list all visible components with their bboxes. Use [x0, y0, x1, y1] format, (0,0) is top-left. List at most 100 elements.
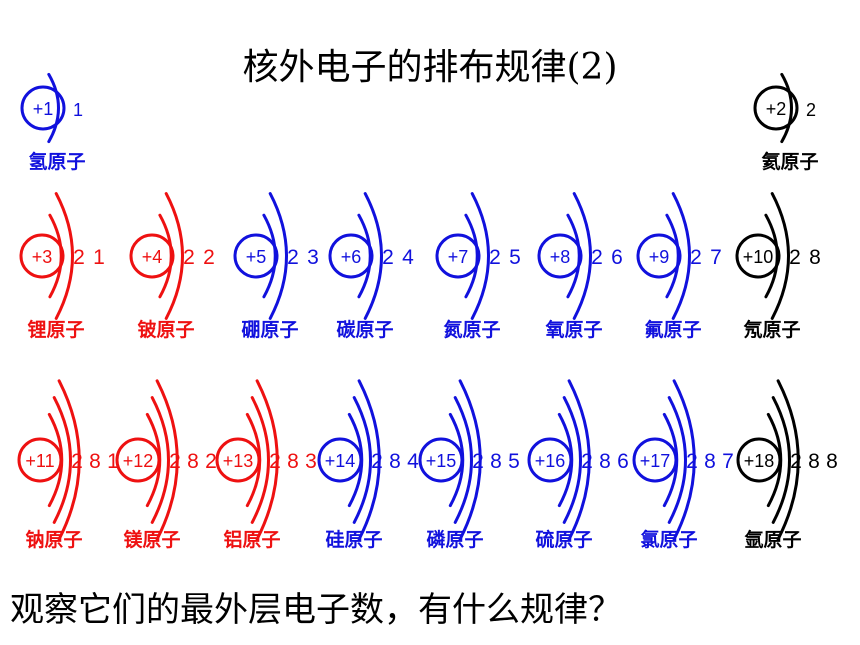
nucleus-charge: +4 [142, 247, 163, 267]
atom-name-label: 氮原子 [443, 318, 500, 341]
nucleus-circle [20, 85, 66, 131]
shell-arc [52, 396, 72, 524]
shell-electron-count: 6 [617, 450, 629, 473]
page-title: 核外电子的排布规律(2) [242, 47, 618, 88]
shell-arc [671, 192, 691, 320]
atom-name-label: 氟原子 [644, 318, 701, 341]
atom-name-label: 硼原子 [241, 319, 298, 341]
atom-name-label: 氩原子 [743, 528, 801, 551]
nucleus-charge: +16 [535, 451, 566, 471]
nucleus-charge: +9 [649, 247, 670, 267]
shell-electron-count: 8 [599, 450, 611, 473]
shell-electron-count: 3 [305, 450, 317, 473]
shell-arc [347, 412, 364, 508]
shell-arc [357, 213, 372, 299]
shell-arc [54, 192, 74, 320]
shell-electron-count: 2 [382, 246, 394, 269]
shell-electron-count: 2 [489, 246, 501, 269]
nucleus-charge: +11 [25, 451, 54, 471]
atom-name-label: 锂原子 [27, 318, 84, 341]
atom-name-label: 氢原子 [28, 150, 85, 173]
shell-arc [566, 213, 581, 299]
shell-arc [145, 412, 162, 508]
shell-arc [262, 213, 277, 299]
atom-name-label: 硫原子 [535, 528, 592, 551]
shell-arc [245, 412, 262, 508]
shell-electron-count: 5 [509, 246, 521, 269]
shell-electron-count: 2 [591, 246, 603, 269]
shell-arc [780, 72, 793, 144]
shell-arc [464, 213, 479, 299]
shell-arc [470, 192, 490, 320]
nucleus-circle [753, 85, 799, 131]
nucleus-circle [735, 233, 781, 279]
nucleus-charge: +12 [123, 451, 154, 471]
shell-electron-count: 2 [371, 450, 383, 473]
shell-arc [48, 213, 63, 299]
shell-electron-count: 2 [205, 450, 217, 473]
shell-electron-count: 8 [389, 450, 401, 473]
shell-electron-count: 1 [93, 246, 105, 269]
shell-arc [567, 379, 591, 541]
atom-name-label: 磷原子 [426, 528, 483, 551]
nucleus-circle [19, 233, 65, 279]
shell-arc [662, 412, 679, 508]
shell-electron-count: 8 [826, 450, 838, 473]
atom-name-label: 氧原子 [545, 318, 602, 341]
nucleus-charge: +10 [743, 247, 774, 267]
atom-name-label: 碳原子 [336, 318, 393, 341]
shell-electron-count: 6 [611, 246, 623, 269]
shell-arc [255, 379, 279, 541]
shell-electron-count: 8 [89, 450, 101, 473]
shell-electron-count: 2 [581, 450, 593, 473]
nucleus-circle [233, 233, 279, 279]
nucleus-circle [636, 233, 682, 279]
atom-name-label: 镁原子 [123, 528, 180, 551]
atom-name-label: 氖原子 [743, 318, 800, 341]
shell-electron-count: 5 [508, 450, 520, 473]
shell-electron-count: 1 [107, 450, 119, 473]
shell-electron-count: 8 [490, 450, 502, 473]
shell-electron-count: 2 [790, 450, 802, 473]
nucleus-circle [328, 233, 374, 279]
shell-arc [448, 412, 465, 508]
atom-name-label: 氦原子 [761, 150, 818, 173]
shell-arc [776, 379, 800, 541]
shell-arc [453, 396, 473, 524]
shell-arc [572, 192, 592, 320]
atom-1: +2 2 氦原子 [753, 72, 819, 173]
shell-arc [766, 412, 783, 508]
nucleus-charge: +3 [32, 247, 53, 267]
shell-arc [458, 379, 482, 541]
shell-arc [158, 213, 173, 299]
shell-electron-count: 8 [808, 450, 820, 473]
shell-electron-count: 2 [71, 450, 83, 473]
shell-electron-count: 2 [203, 246, 215, 269]
shell-electron-count: 2 [269, 450, 281, 473]
shell-arc [164, 192, 184, 320]
shell-electron-count: 2 [806, 100, 816, 120]
shell-arc [771, 396, 791, 524]
shell-arc [363, 192, 383, 320]
atom-name-label: 硅原子 [325, 529, 382, 551]
shell-arc [150, 396, 170, 524]
shell-arc [268, 192, 288, 320]
shell-arc [672, 379, 696, 541]
nucleus-charge: +2 [766, 99, 787, 119]
shell-electron-count: 7 [722, 450, 734, 473]
shell-electron-count: 2 [73, 246, 85, 269]
shell-arc [764, 213, 779, 299]
